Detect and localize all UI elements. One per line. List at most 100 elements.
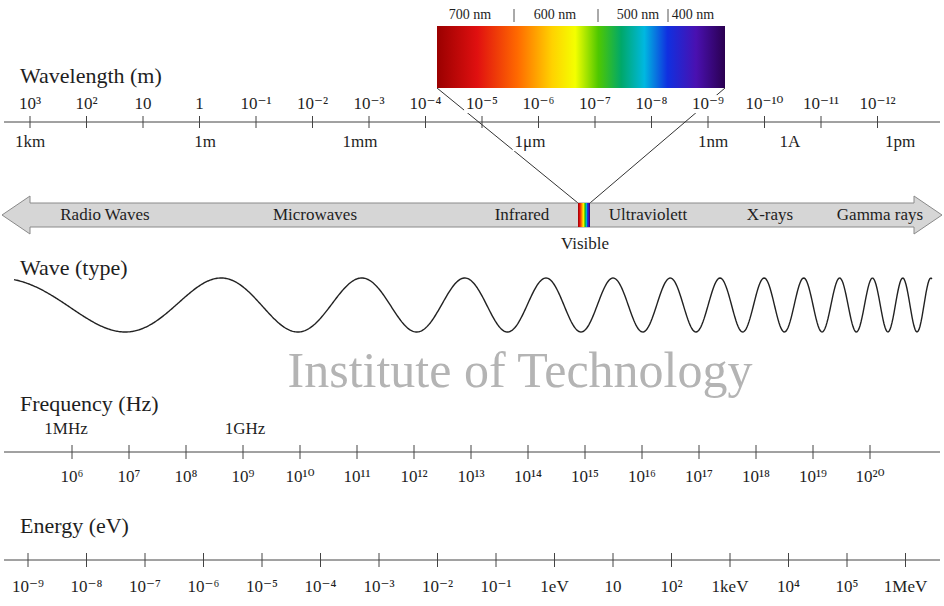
axis-tick <box>320 553 321 567</box>
axis-tick <box>425 116 426 128</box>
axis-tick <box>496 553 497 567</box>
axis-lines <box>4 122 940 560</box>
axis-value: 1MeV <box>882 578 929 596</box>
axis-tick <box>708 116 709 128</box>
visible-spectrum-box: 700 nm600 nm500 nm400 nm <box>430 2 732 88</box>
visible-slice <box>578 203 590 227</box>
zoom-line <box>437 88 578 203</box>
wavelength-label: 400 nm <box>672 8 714 23</box>
wavelength-label: 700 nm <box>449 8 491 23</box>
axis-value: 10¹⁹ <box>797 468 829 486</box>
axis-value: 1μm <box>513 133 548 151</box>
axis-value: 10⁹ <box>230 468 257 486</box>
axis-tick <box>471 445 472 459</box>
axis-value: 10⁻¹ <box>478 578 513 596</box>
axis-value: 1MHz <box>42 420 89 438</box>
axis-value: 10⁻⁷ <box>577 95 613 113</box>
wavelength-axis <box>4 122 940 123</box>
axis-value: 10¹⁶ <box>626 468 658 486</box>
axis-tick <box>595 116 596 128</box>
frequency-axis <box>4 452 940 453</box>
axis-value: 10⁵ <box>834 578 861 596</box>
axis-value: 1 <box>193 95 206 113</box>
axis-value: 10² <box>658 578 684 596</box>
axis-value: 10⁻³ <box>361 578 396 596</box>
axis-tick <box>300 445 301 459</box>
axis-value: 10⁸ <box>173 468 200 486</box>
axis-value: 1nm <box>696 133 730 151</box>
axis-title: Wave (type) <box>18 256 130 279</box>
rainbow-bar <box>437 26 725 88</box>
axis-tick <box>528 445 529 459</box>
separator-tick <box>668 9 669 22</box>
axis-tick <box>199 116 200 128</box>
wave-curve <box>14 278 932 332</box>
axis-value: 10⁻¹¹ <box>801 95 841 113</box>
axis-tick <box>379 553 380 567</box>
axis-value: 1keV <box>710 578 751 596</box>
axis-tick <box>256 116 257 128</box>
axis-tick <box>642 445 643 459</box>
axis-tick <box>357 445 358 459</box>
axis-tick <box>699 445 700 459</box>
axis-tick <box>86 116 87 128</box>
axis-value: 10⁻¹⁰ <box>744 95 786 113</box>
separator-tick <box>514 9 515 22</box>
axis-value: 10⁻⁸ <box>634 95 670 113</box>
axis-tick <box>86 553 87 567</box>
axis-value: 10⁷ <box>116 468 143 486</box>
axis-tick <box>788 553 789 567</box>
axis-tick <box>585 445 586 459</box>
axis-tick <box>821 116 822 128</box>
axis-value: 10⁻³ <box>351 95 386 113</box>
wavelength-label: 600 nm <box>534 8 576 23</box>
axis-value: 10⁻⁷ <box>127 578 163 596</box>
axis-value: 10⁻¹² <box>857 95 897 113</box>
spectrum-band: Radio WavesMicrowavesInfraredUltraviolet… <box>2 194 942 236</box>
axis-tick <box>813 445 814 459</box>
axis-tick <box>870 445 871 459</box>
axis-title: Wavelength (m) <box>18 64 164 87</box>
axis-value: 10⁻² <box>420 578 455 596</box>
axis-tick <box>30 116 31 128</box>
axis-value: 10 <box>133 95 154 113</box>
axis-value: 10⁻⁹ <box>690 95 726 113</box>
axis-value: 10⁻⁶ <box>186 578 222 596</box>
axis-value: 10¹³ <box>455 468 486 486</box>
axis-value: 1A <box>778 133 803 151</box>
axis-value: 10¹² <box>398 468 429 486</box>
band-arrow <box>2 196 942 234</box>
axis-tick <box>756 445 757 459</box>
axis-tick <box>554 553 555 567</box>
axis-value: 10⁻² <box>295 95 330 113</box>
axis-value: 10 <box>603 578 624 596</box>
watermark: Institute of Technology <box>286 344 755 397</box>
axis-tick <box>671 553 672 567</box>
axis-tick <box>312 116 313 128</box>
band-label: Gamma rays <box>837 206 923 224</box>
axis-value: 10⁶ <box>59 468 86 486</box>
zoom-lines <box>437 88 725 203</box>
band-label: Radio Waves <box>60 206 149 224</box>
axis-tick <box>905 553 906 567</box>
axis-value: 10⁻⁴ <box>408 95 444 113</box>
axis-value: 10⁻⁸ <box>69 578 105 596</box>
band-label: Ultraviolett <box>609 206 687 224</box>
axis-value: 10⁻⁶ <box>521 95 557 113</box>
axis-value: 10³ <box>17 95 43 113</box>
axis-tick <box>203 553 204 567</box>
axis-tick <box>437 553 438 567</box>
axis-tick <box>186 445 187 459</box>
axis-tick <box>369 116 370 128</box>
band-label: Infrared <box>495 206 550 224</box>
axis-value: 10⁻⁵ <box>464 95 500 113</box>
axis-tick <box>145 553 146 567</box>
axis-tick <box>143 116 144 128</box>
axis-value: 10²⁰ <box>854 468 887 486</box>
axis-tick <box>482 116 483 128</box>
axis-tick <box>651 116 652 128</box>
axis-value: 10⁻¹ <box>238 95 273 113</box>
axis-tick <box>730 553 731 567</box>
axis-value: 10⁴ <box>775 578 802 596</box>
